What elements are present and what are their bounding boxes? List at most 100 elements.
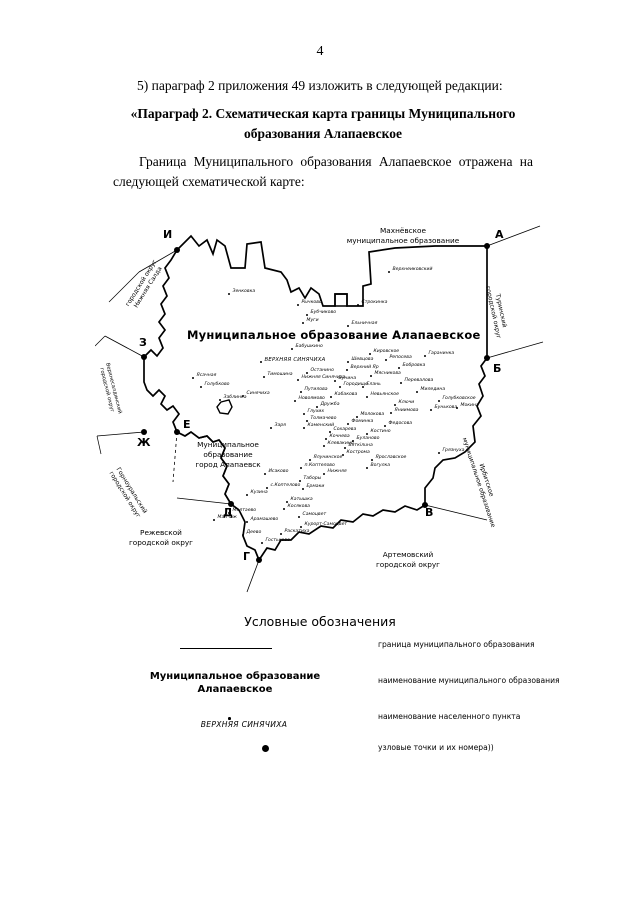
settlement-dot bbox=[351, 439, 355, 443]
settlement-label: Бунькова bbox=[434, 405, 458, 410]
settlement-label: Манчаж bbox=[217, 515, 237, 520]
node-dot-i bbox=[174, 247, 180, 253]
node-dot-z bbox=[141, 354, 147, 360]
node-letter-v: В bbox=[425, 506, 434, 519]
settlement-dot bbox=[345, 368, 349, 372]
settlement-dot bbox=[384, 358, 388, 362]
boundary-line-icon bbox=[180, 648, 272, 649]
settlement-dot bbox=[387, 270, 391, 274]
node-letter-a: А bbox=[495, 228, 504, 241]
settlement-dot bbox=[290, 347, 294, 351]
settlement-label: Останино bbox=[310, 368, 334, 373]
settlement-dot bbox=[301, 487, 305, 491]
settlement-dot bbox=[298, 479, 302, 483]
title-line-1: «Параграф 2. Схематическая карта границы… bbox=[130, 106, 516, 121]
node-dot-v bbox=[422, 502, 428, 508]
settlement-dot bbox=[397, 366, 401, 370]
settlement-dot bbox=[241, 394, 245, 398]
legend-symbol-mo-name: Муниципальное образование Алапаевское bbox=[149, 671, 321, 695]
settlement-dot bbox=[333, 379, 337, 383]
legend-label-node: узловые точки и их номера)) bbox=[378, 743, 494, 752]
settlement-label: Костино bbox=[370, 429, 391, 434]
node-dot-e bbox=[174, 429, 180, 435]
settlement-label: Городище bbox=[343, 382, 368, 387]
settlement-label: Арамашево bbox=[250, 517, 279, 522]
settlement-label: Зенковка bbox=[232, 289, 256, 294]
intro-paragraph: 5) параграф 2 приложения 49 изложить в с… bbox=[137, 78, 503, 93]
settlement-label: Верхнеиковский bbox=[392, 267, 433, 272]
node-leader-b bbox=[486, 341, 544, 359]
neighbour-label-artemovskiy: Артемовский городской округ bbox=[375, 550, 441, 569]
settlement-dot bbox=[297, 515, 301, 519]
settlement-label: Вяткiлuнa bbox=[348, 443, 373, 448]
node-dot-zh bbox=[141, 429, 147, 435]
settlement-dot bbox=[301, 321, 305, 325]
settlement-dot bbox=[305, 313, 309, 317]
settlement-label: Верхний Яр bbox=[350, 365, 379, 370]
settlement-dot bbox=[365, 395, 369, 399]
legend-row-mo-name: Муниципальное образование Алапаевское на… bbox=[110, 670, 560, 695]
node-letter-z: З bbox=[139, 336, 147, 349]
settlement-label: Фоминка bbox=[351, 419, 374, 424]
settlement-dot bbox=[329, 395, 333, 399]
settlement-dot bbox=[399, 381, 403, 385]
settlement-dot bbox=[218, 398, 222, 402]
settlement-label: Нижняя bbox=[327, 469, 347, 474]
boundary-notch bbox=[334, 293, 348, 307]
settlement-label: Ермаки bbox=[306, 484, 325, 489]
settlement-dot bbox=[343, 446, 347, 450]
node-leader-z bbox=[104, 335, 145, 358]
settlement-label: Синячиха bbox=[246, 391, 270, 396]
settlement-dot bbox=[299, 525, 303, 529]
settlement-dot bbox=[293, 399, 297, 403]
settlement-label: Рычково bbox=[301, 300, 322, 305]
inner-island-boundary bbox=[216, 399, 233, 415]
settlement-label: Гаранинка bbox=[428, 351, 455, 356]
settlement-label: Заря bbox=[274, 423, 286, 428]
settlement-dot bbox=[328, 430, 332, 434]
node-letter-b: Б bbox=[493, 362, 502, 375]
settlement-dot-icon bbox=[228, 717, 231, 720]
legend-label-mo-name: наименование муниципального образования bbox=[378, 676, 560, 685]
settlement-label: Елань bbox=[366, 382, 381, 387]
settlement-label: Исаково bbox=[268, 469, 289, 474]
settlement-label: Клевакино bbox=[327, 441, 354, 446]
legend-label-settlement: наименование населенного пункта bbox=[378, 712, 521, 721]
settlement-dot bbox=[324, 437, 328, 441]
settlement-dot bbox=[437, 451, 441, 455]
settlement-label: с.Коптелово bbox=[270, 483, 301, 488]
settlement-dot bbox=[455, 406, 459, 410]
settlement-label: Кузина bbox=[250, 490, 268, 495]
node-leader-v bbox=[424, 504, 488, 521]
settlement-label: Толмачево bbox=[310, 416, 337, 421]
divider-nizhnyaya-salda bbox=[108, 271, 140, 303]
legend-symbol-settlement: ВЕРХНЯЯ СИНЯЧИХА bbox=[200, 720, 288, 729]
node-leader-d bbox=[176, 497, 232, 505]
settlement-dot bbox=[365, 466, 369, 470]
settlement-label: Мясникова bbox=[374, 371, 401, 376]
settlement-dot bbox=[296, 378, 300, 382]
settlement-label: Новоямово bbox=[298, 396, 325, 401]
settlement-label: Голубковское bbox=[442, 396, 476, 401]
settlement-label: Бубчиково bbox=[310, 310, 337, 315]
settlement-dot bbox=[296, 303, 300, 307]
settlement-label: Катышка bbox=[290, 497, 313, 502]
settlement-dot bbox=[299, 390, 303, 394]
map-main-title: Муниципальное образование Алапаевское bbox=[187, 328, 481, 342]
node-dot-a bbox=[484, 243, 490, 249]
settlement-label: п.Коптелово bbox=[304, 463, 335, 468]
settlement-dot bbox=[245, 493, 249, 497]
settlement-label: Муги bbox=[306, 318, 319, 323]
settlement-dot bbox=[338, 385, 342, 389]
settlement-label: Косякова bbox=[287, 504, 310, 509]
settlement-label: Мокина bbox=[460, 403, 479, 408]
settlement-label: Вогулка bbox=[370, 463, 391, 468]
settlement-dot bbox=[361, 385, 365, 389]
node-letter-g: Г bbox=[243, 550, 251, 563]
settlement-label: Кочнева bbox=[329, 434, 350, 439]
settlement-dot bbox=[227, 292, 231, 296]
settlement-dot bbox=[212, 518, 216, 522]
settlement-label: Голубково bbox=[204, 382, 230, 387]
settlement-label: Молтаево bbox=[232, 508, 257, 513]
